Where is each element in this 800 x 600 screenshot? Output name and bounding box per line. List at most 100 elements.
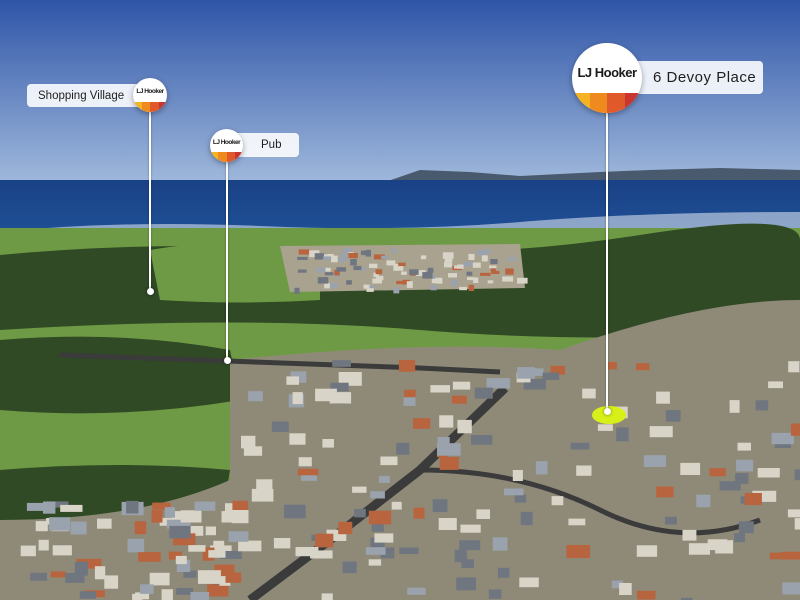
house-roof [472, 262, 481, 268]
house-roof [26, 502, 50, 511]
house-roof [94, 566, 106, 580]
house-roof [371, 521, 384, 532]
house-roof [294, 287, 300, 294]
house-roof [365, 249, 371, 257]
house-roof [497, 567, 510, 578]
house-roof [175, 555, 187, 565]
house-roof [326, 529, 347, 541]
lj-hooker-logo-icon: LJ Hooker [210, 129, 243, 162]
house-roof [333, 274, 341, 278]
house-roof [451, 395, 467, 404]
house-roof [737, 442, 751, 451]
house-roof [273, 538, 291, 549]
house-roof [744, 493, 762, 506]
house-roof [228, 531, 249, 542]
house-roof [637, 590, 656, 600]
house-roof [402, 279, 410, 285]
house-roof [295, 547, 319, 557]
house-roof [213, 540, 225, 548]
house-roof [466, 271, 473, 276]
house-roof [568, 518, 586, 526]
house-roof [719, 481, 741, 491]
house-roof [375, 269, 383, 275]
house-roof [168, 551, 183, 560]
house-roof [370, 491, 385, 499]
house-roof [70, 521, 87, 535]
marker-pub-label: Pub [261, 139, 282, 151]
open-field [150, 243, 320, 303]
house-roof [476, 250, 486, 254]
marker-shopping-label-box[interactable]: Shopping Village [27, 84, 145, 107]
house-roof [297, 468, 319, 476]
marker-shopping-line [149, 108, 151, 291]
house-roof [439, 415, 454, 428]
house-roofs [20, 248, 800, 600]
house-roof [649, 426, 673, 438]
marker-property-label-box[interactable]: 6 Devoy Place [620, 61, 763, 94]
house-roof [231, 510, 249, 524]
house-roof [752, 490, 777, 502]
house-roof [198, 570, 221, 584]
house-roof [681, 597, 693, 600]
house-roof [248, 391, 263, 402]
house-roof [30, 572, 48, 581]
house-roof [442, 252, 454, 259]
house-roof [430, 284, 437, 291]
house-roof [481, 255, 488, 262]
house-roof [734, 533, 745, 543]
house-roof [444, 262, 453, 268]
house-roof [380, 547, 395, 559]
house-roof [463, 261, 473, 267]
house-roof [366, 285, 374, 292]
house-roof [468, 253, 475, 260]
house-roof [491, 270, 500, 274]
house-roof [616, 427, 629, 442]
house-roof [354, 508, 366, 518]
marker-pub-dot [223, 357, 231, 364]
house-roof [735, 473, 749, 484]
marker-property-dot [604, 408, 611, 415]
house-roof [374, 533, 394, 543]
house-roof [467, 277, 474, 281]
marker-pub-line [226, 160, 228, 360]
house-roof [297, 256, 308, 260]
house-roof [399, 547, 419, 555]
house-roof [151, 510, 163, 523]
house-roof [665, 410, 681, 422]
house-roof [353, 265, 362, 271]
house-roof [152, 502, 171, 510]
house-roof [486, 378, 511, 389]
house-roof [452, 381, 471, 390]
house-roof [444, 258, 453, 263]
house-roof [330, 382, 349, 392]
house-roof [504, 488, 524, 496]
house-roof [321, 593, 333, 600]
house-roof [597, 424, 613, 431]
house-roof [317, 277, 329, 284]
house-roof [396, 280, 406, 285]
house-roof [373, 272, 379, 277]
house-roof [391, 248, 397, 254]
house-roof [365, 547, 386, 555]
house-roof [205, 526, 216, 536]
house-roof [396, 442, 410, 455]
house-roof [338, 521, 353, 535]
house-roof [492, 537, 508, 551]
house-roof [680, 462, 701, 475]
house-roof [190, 592, 210, 600]
house-roof [219, 576, 231, 586]
house-roof [682, 529, 697, 541]
house-roof [329, 392, 352, 404]
house-roof [183, 570, 197, 578]
house-roof [736, 459, 754, 472]
house-roof [368, 510, 392, 525]
house-roof [38, 539, 49, 551]
house-roof [324, 267, 331, 272]
house-roof [135, 592, 150, 600]
house-roof [368, 559, 382, 566]
highlighted-lot [592, 406, 626, 424]
house-roof [97, 518, 112, 529]
house-roof [104, 575, 119, 589]
house-roof [696, 494, 711, 508]
